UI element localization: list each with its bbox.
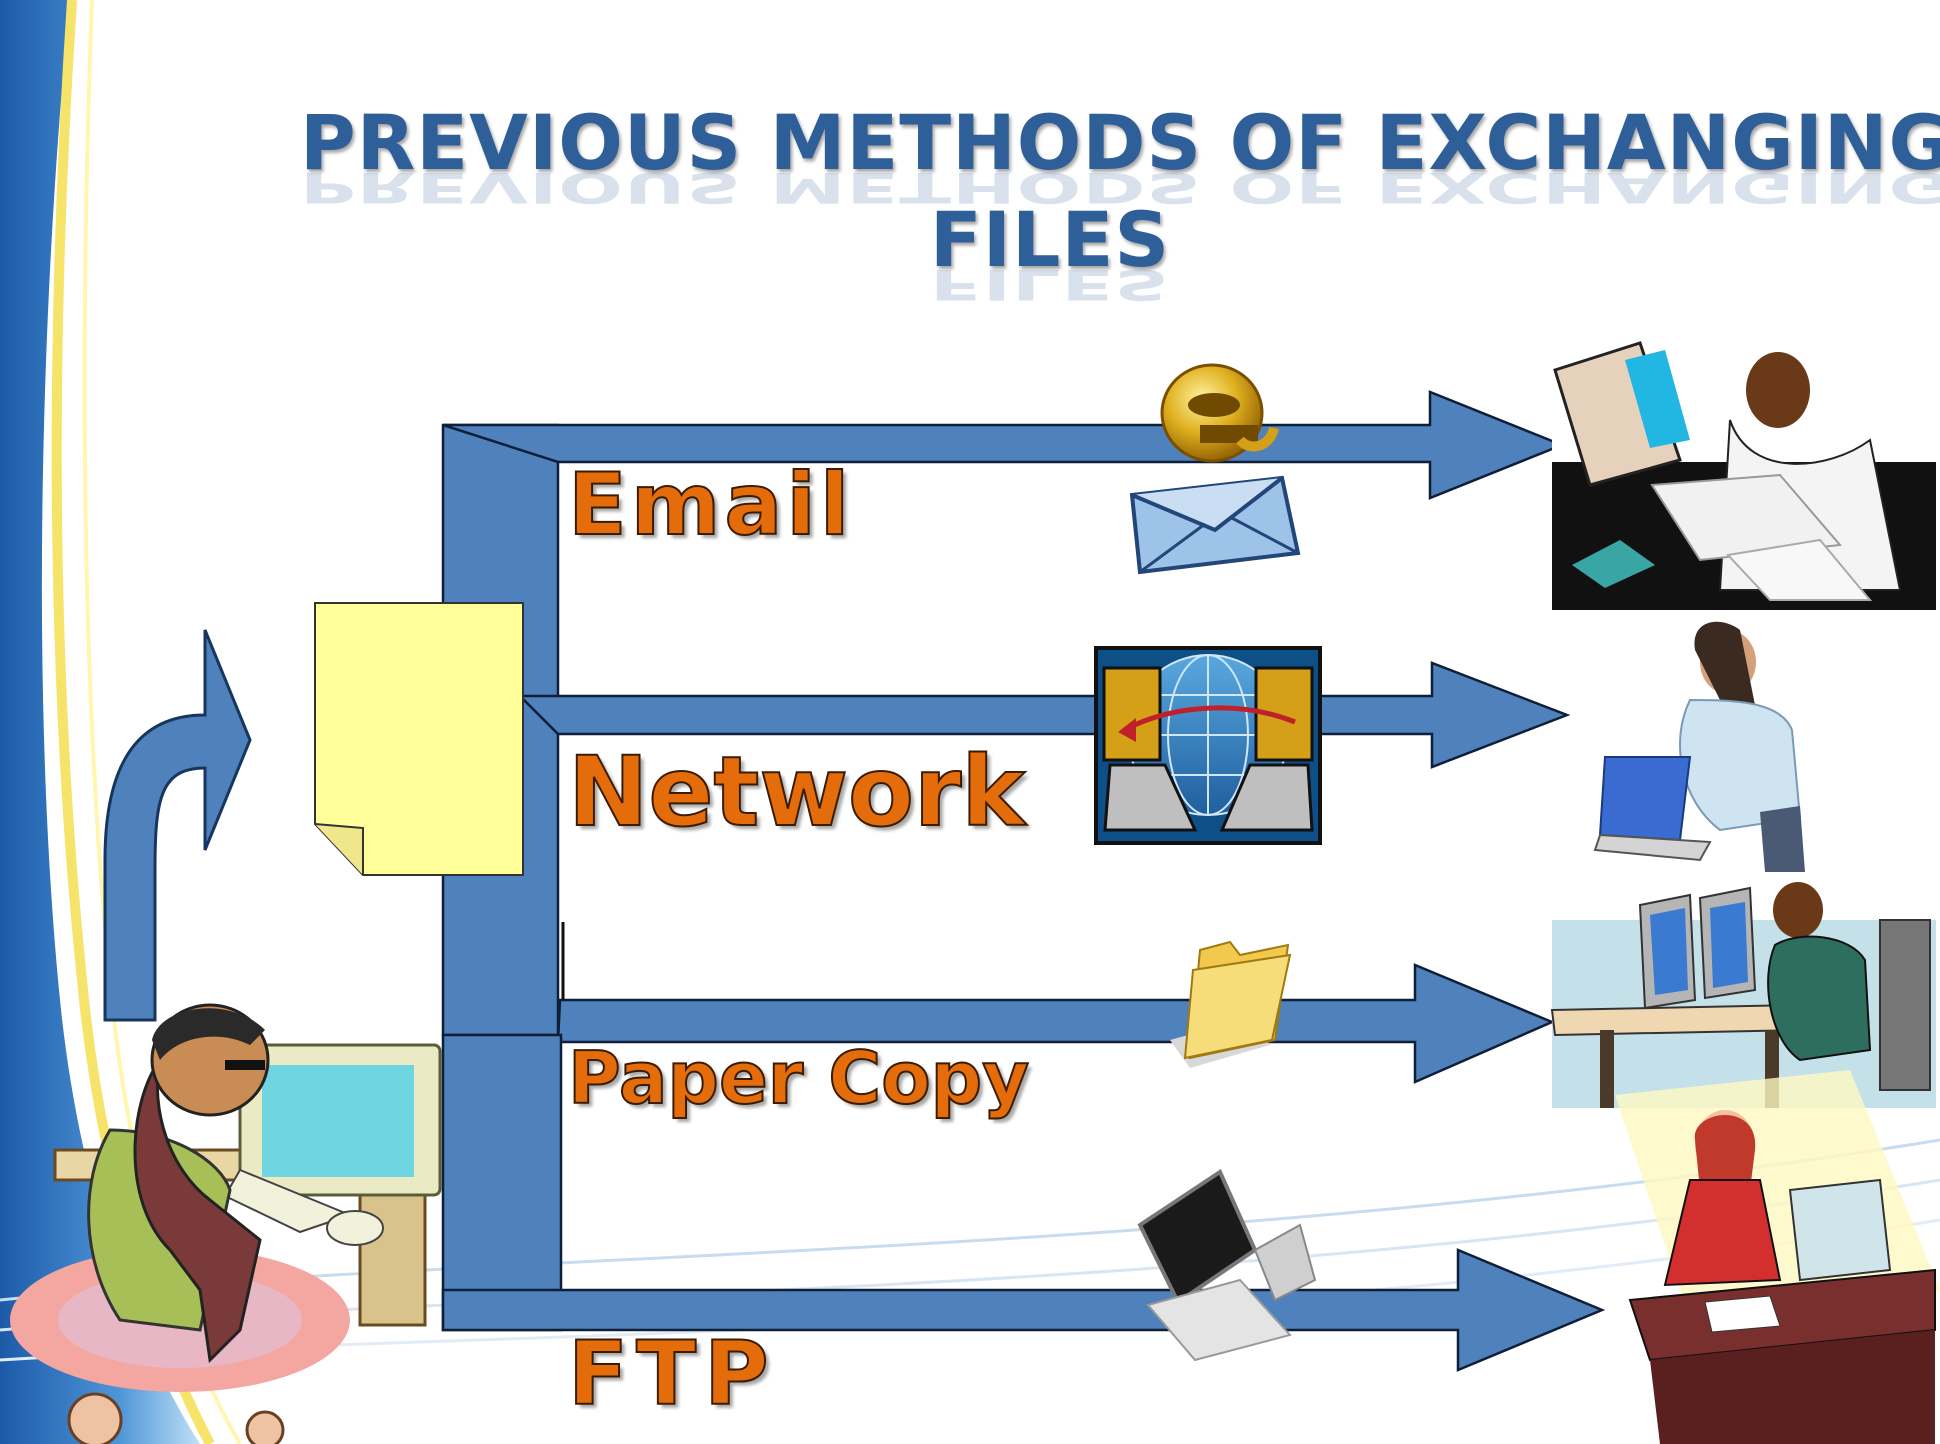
method-label-network: Network (567, 735, 1026, 849)
method-label-email: Email (567, 454, 854, 556)
folder-icon (1170, 940, 1292, 1068)
slide-title-line-1: PREVIOUS METHODS OF EXCHANGING (300, 98, 1940, 187)
slide-title-reflection-2: FILES (929, 260, 1171, 309)
method-label-ftp: FTP (567, 1321, 777, 1426)
network-globe-icon (1094, 646, 1322, 845)
method-label-paper-copy: Paper Copy (567, 1035, 1030, 1121)
recipient-desk-woman (1615, 1070, 1940, 1444)
computer-transfer-icon (1137, 1169, 1317, 1362)
recipient-laptop-woman (1593, 621, 1805, 872)
recipient-designer-man (1550, 882, 1936, 1108)
sender-person-illustration (10, 1003, 442, 1444)
slide-title-line-2: FILES (929, 195, 1171, 284)
recipient-office-worker (1552, 341, 1936, 610)
document-shape (314, 602, 524, 876)
email-envelope-icon (1129, 363, 1301, 575)
curved-arrow (103, 629, 252, 1022)
